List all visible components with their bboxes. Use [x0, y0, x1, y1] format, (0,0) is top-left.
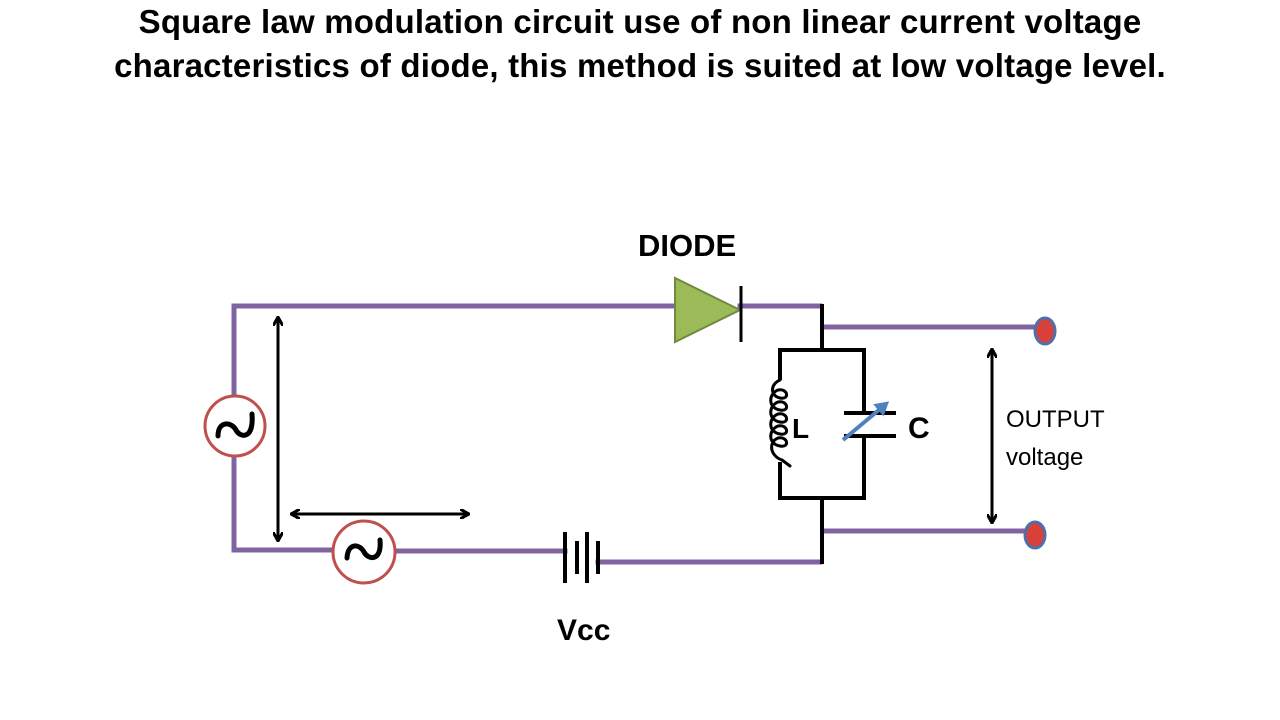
diode-triangle: [674, 276, 743, 344]
wires: [231, 303, 1043, 565]
tank-frame-bottom: [778, 436, 866, 500]
inductor-coil-icon: [769, 378, 792, 468]
output-label-line-1: OUTPUT: [1006, 406, 1105, 433]
capacitor-label: C: [908, 412, 930, 445]
sine-wave-icon: [215, 411, 255, 439]
variable-capacitor-icon: [841, 401, 896, 442]
sine-wave-icon: [344, 537, 383, 561]
title-line-2: characteristics of diode, this method is…: [114, 47, 1166, 84]
ac-source-carrier: [203, 394, 267, 458]
slide-title: Square law modulation circuit use of non…: [0, 0, 1280, 88]
output-terminal-bottom: [1023, 520, 1047, 550]
output-label-line-2: voltage: [1006, 444, 1083, 471]
variable-arrow-icon: [841, 401, 890, 442]
battery-label: Vcc: [557, 614, 610, 647]
inductor-label: L: [792, 413, 809, 444]
diode-label: DIODE: [638, 228, 736, 263]
tank-circuit: [778, 304, 866, 564]
output-terminal-top: [1033, 316, 1057, 346]
ac-source-modulating: [331, 519, 397, 585]
battery-icon: [563, 532, 600, 583]
tank-frame-top: [778, 348, 866, 412]
title-line-1: Square law modulation circuit use of non…: [138, 3, 1142, 40]
diode-icon: [674, 276, 743, 344]
